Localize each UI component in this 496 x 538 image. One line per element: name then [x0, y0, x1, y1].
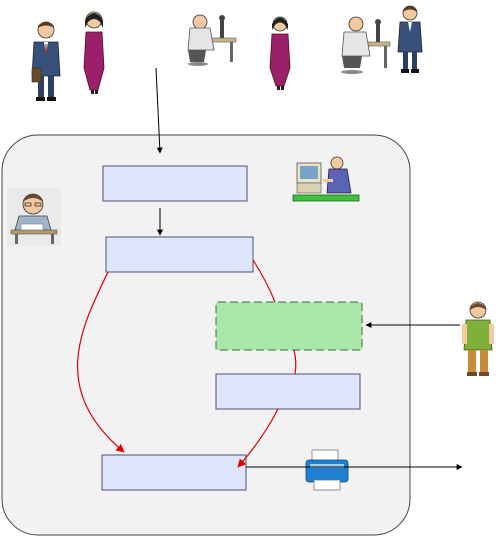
red-arrow-box-2-to-box-5-left [77, 271, 125, 453]
node-box-1 [102, 165, 248, 202]
red-arrow-box-4-to-box-5 [237, 408, 279, 468]
node-box-4 [215, 373, 361, 410]
businesswoman-icon [269, 16, 291, 90]
red-connector-box-3-to-box-4 [293, 349, 297, 375]
scientist-at-microscope-icon [187, 14, 237, 66]
node-box-2 [105, 236, 254, 273]
casual-user-icon [462, 301, 494, 376]
businessman-icon [397, 5, 423, 73]
red-connector-box-2-to-box-3 [252, 259, 276, 303]
node-box-3-highlighted [215, 301, 363, 351]
writer-at-desk-icon [7, 188, 61, 246]
printer-icon [305, 449, 349, 491]
computer-worker-icon [292, 156, 360, 202]
system-boundary [1, 134, 411, 536]
businesswoman-icon [83, 11, 105, 94]
scientist-at-microscope-icon [341, 16, 391, 74]
arrow-people-to-box-1 [155, 67, 163, 154]
node-box-5 [101, 454, 247, 491]
businessman-icon [31, 21, 61, 101]
